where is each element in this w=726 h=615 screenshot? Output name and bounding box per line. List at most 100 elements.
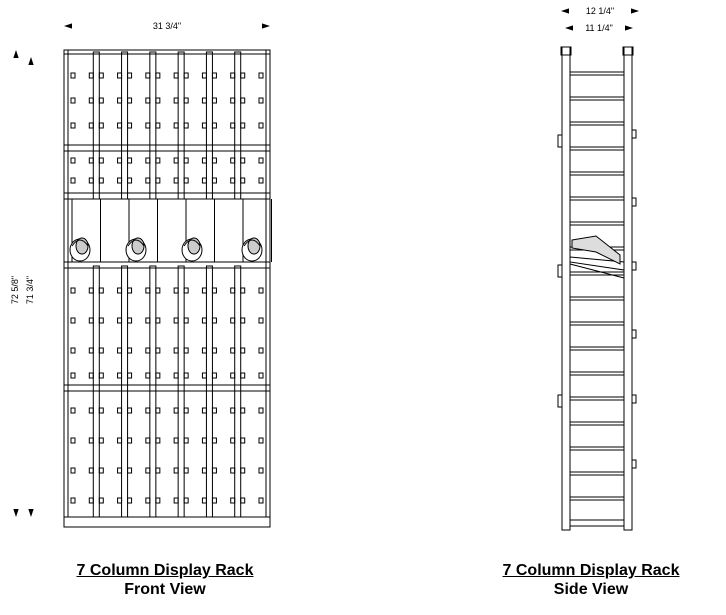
front-peg <box>70 347 76 354</box>
side-rung <box>569 321 625 326</box>
dim-arrow-down-inner <box>28 509 34 517</box>
front-peg <box>173 467 179 474</box>
front-peg <box>201 177 207 184</box>
front-view-caption: 7 Column Display Rack Front View <box>40 561 290 599</box>
front-peg <box>98 72 104 79</box>
front-peg <box>183 122 189 129</box>
front-peg <box>201 157 207 164</box>
front-peg <box>173 347 179 354</box>
side-left-post <box>561 46 571 531</box>
front-peg <box>258 467 264 474</box>
front-peg <box>88 497 94 504</box>
front-peg <box>201 122 207 129</box>
side-outer-depth-label: 12 1/4" <box>586 6 614 16</box>
front-peg <box>258 437 264 444</box>
front-peg <box>230 317 236 324</box>
front-shelf-upper <box>63 144 271 152</box>
front-peg <box>88 97 94 104</box>
side-base-rung <box>569 519 625 527</box>
front-peg <box>211 347 217 354</box>
front-column-divider <box>92 51 100 200</box>
side-rung <box>569 371 625 376</box>
front-peg <box>145 372 151 379</box>
front-peg <box>127 347 133 354</box>
front-peg <box>240 437 246 444</box>
front-peg <box>145 122 151 129</box>
front-peg <box>201 347 207 354</box>
front-peg <box>117 287 123 294</box>
side-left-tab <box>557 134 563 148</box>
front-peg <box>145 287 151 294</box>
front-column-divider <box>149 51 157 200</box>
front-peg <box>258 72 264 79</box>
bottle-neck <box>71 239 89 247</box>
front-peg <box>201 372 207 379</box>
front-peg <box>145 317 151 324</box>
side-left-post-cap <box>560 46 572 56</box>
front-peg <box>88 317 94 324</box>
side-rung <box>569 71 625 76</box>
front-peg <box>230 497 236 504</box>
front-peg <box>70 437 76 444</box>
front-peg <box>88 467 94 474</box>
front-peg <box>183 407 189 414</box>
front-peg <box>70 407 76 414</box>
front-peg <box>173 497 179 504</box>
front-peg <box>155 177 161 184</box>
side-rung <box>569 446 625 451</box>
front-peg <box>70 157 76 164</box>
front-peg <box>240 97 246 104</box>
front-peg <box>183 437 189 444</box>
front-peg <box>201 317 207 324</box>
front-peg <box>98 467 104 474</box>
front-peg <box>127 287 133 294</box>
front-display-shelf <box>63 261 271 269</box>
front-peg <box>117 72 123 79</box>
front-peg <box>230 122 236 129</box>
front-peg <box>258 177 264 184</box>
front-peg <box>117 122 123 129</box>
bottle-icon <box>69 237 91 262</box>
front-peg <box>240 497 246 504</box>
side-dimensions: 12 1/4" 11 1/4" <box>561 6 639 33</box>
side-rung <box>569 96 625 101</box>
front-peg <box>183 287 189 294</box>
side-right-tab <box>631 329 637 339</box>
front-peg <box>201 287 207 294</box>
front-peg <box>127 122 133 129</box>
side-rung <box>569 146 625 151</box>
front-dimensions: 31 3/4" 72 5/8" 71 3/4" <box>10 21 270 517</box>
front-peg <box>127 177 133 184</box>
front-peg <box>98 287 104 294</box>
front-peg <box>145 407 151 414</box>
front-caption-title: 7 Column Display Rack <box>76 562 254 579</box>
front-peg <box>145 177 151 184</box>
front-peg <box>155 347 161 354</box>
side-rung <box>569 471 625 476</box>
front-peg <box>211 157 217 164</box>
front-peg <box>98 407 104 414</box>
side-rung <box>569 221 625 226</box>
front-peg <box>201 407 207 414</box>
front-peg <box>155 122 161 129</box>
front-peg <box>98 157 104 164</box>
front-peg <box>230 347 236 354</box>
front-peg <box>240 177 246 184</box>
front-peg <box>127 157 133 164</box>
front-peg <box>258 372 264 379</box>
front-peg <box>145 467 151 474</box>
bottle-icon <box>241 237 263 262</box>
side-bottle-body <box>571 235 621 265</box>
front-peg <box>127 437 133 444</box>
front-caption-view: Front View <box>124 581 206 598</box>
side-rung <box>569 421 625 426</box>
side-right-tab <box>631 459 637 469</box>
front-peg <box>70 467 76 474</box>
front-peg <box>98 97 104 104</box>
front-peg <box>98 177 104 184</box>
dim-arrow-down-outer <box>13 509 19 517</box>
front-column-divider <box>121 51 129 200</box>
front-peg <box>70 177 76 184</box>
front-peg <box>88 407 94 414</box>
front-peg <box>201 72 207 79</box>
